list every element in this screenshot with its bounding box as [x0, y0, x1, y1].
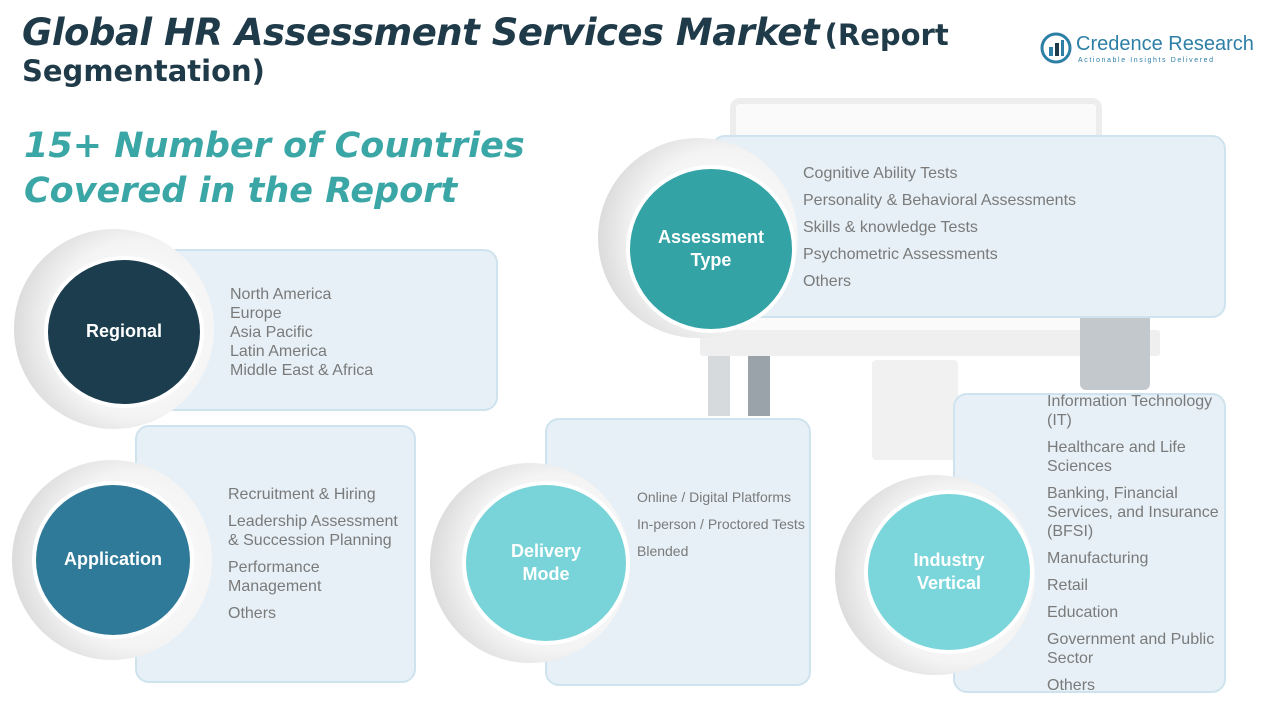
background-person-leg: [708, 356, 730, 416]
list-item: Latin America: [230, 343, 327, 360]
title-suffix-line2: Segmentation): [22, 53, 265, 88]
countries-line-1: 15+ Number of Countries: [24, 126, 525, 166]
delivery-mode-label: Delivery Mode: [510, 540, 582, 584]
background-stand-illustration: [872, 360, 958, 460]
industry-vertical-list: Information Technology (IT) Healthcare a…: [1047, 392, 1219, 703]
list-item: Government and Public Sector: [1047, 631, 1215, 667]
list-item: Information Technology (IT): [1047, 393, 1213, 429]
regional-badge: Regional: [44, 256, 204, 408]
list-item: Banking, Financial Services, and Insuran…: [1047, 485, 1219, 540]
list-item: Middle East & Africa: [230, 362, 374, 379]
credence-logo-icon: [1040, 32, 1072, 64]
list-item: Online / Digital Platforms: [637, 489, 792, 505]
list-item: Asia Pacific: [230, 324, 313, 341]
page-title: Global HR Assessment Services Market (Re…: [22, 11, 982, 88]
list-item: North America: [230, 286, 332, 303]
list-item: Healthcare and Life Sciences: [1047, 439, 1186, 475]
countries-line-2: Covered in the Report: [24, 170, 458, 211]
list-item: Europe: [230, 305, 282, 322]
assessment-type-label: Assessment Type: [657, 226, 765, 270]
application-list: Recruitment & Hiring Leadership Assessme…: [228, 485, 410, 631]
company-logo: Credence Research Actionable Insights De…: [1040, 32, 1270, 68]
list-item: Retail: [1047, 577, 1088, 594]
assessment-type-badge: Assessment Type: [626, 165, 796, 333]
countries-covered-heading: 15+ Number of Countries Covered in the R…: [24, 124, 584, 214]
list-item: In-person / Proctored Tests: [637, 516, 805, 532]
list-item: Cognitive Ability Tests: [803, 165, 958, 182]
background-person-leg: [748, 356, 770, 416]
delivery-mode-badge: Delivery Mode: [462, 481, 630, 645]
delivery-mode-list: Online / Digital Platforms In-person / P…: [637, 489, 805, 570]
list-item: Recruitment & Hiring: [228, 486, 376, 503]
regional-list: North America Europe Asia Pacific Latin …: [230, 285, 490, 380]
list-item: Skills & knowledge Tests: [803, 219, 978, 236]
regional-label: Regional: [85, 321, 162, 342]
list-item: Others: [1047, 677, 1096, 694]
list-item: Leadership Assessment & Succession Plann…: [228, 513, 398, 549]
assessment-type-list: Cognitive Ability Tests Personality & Be…: [803, 160, 1203, 295]
title-main: Global HR Assessment Services Market: [22, 11, 820, 54]
list-item: Manufacturing: [1047, 550, 1149, 567]
list-item: Others: [803, 273, 852, 290]
list-item: Personality & Behavioral Assessments: [803, 192, 1077, 209]
list-item: Others: [228, 605, 277, 622]
industry-vertical-badge: Industry Vertical: [864, 490, 1034, 654]
application-label: Application: [64, 549, 162, 570]
list-item: Performance Management: [228, 559, 322, 595]
logo-tagline: Actionable Insights Delivered: [1078, 57, 1215, 64]
industry-vertical-label: Industry Vertical: [913, 549, 985, 593]
list-item: Education: [1047, 604, 1119, 621]
list-item: Blended: [637, 543, 689, 559]
logo-name: Credence Research: [1076, 33, 1254, 55]
list-item: Psychometric Assessments: [803, 246, 998, 263]
application-badge: Application: [32, 481, 194, 639]
title-suffix: (Report: [824, 18, 949, 52]
